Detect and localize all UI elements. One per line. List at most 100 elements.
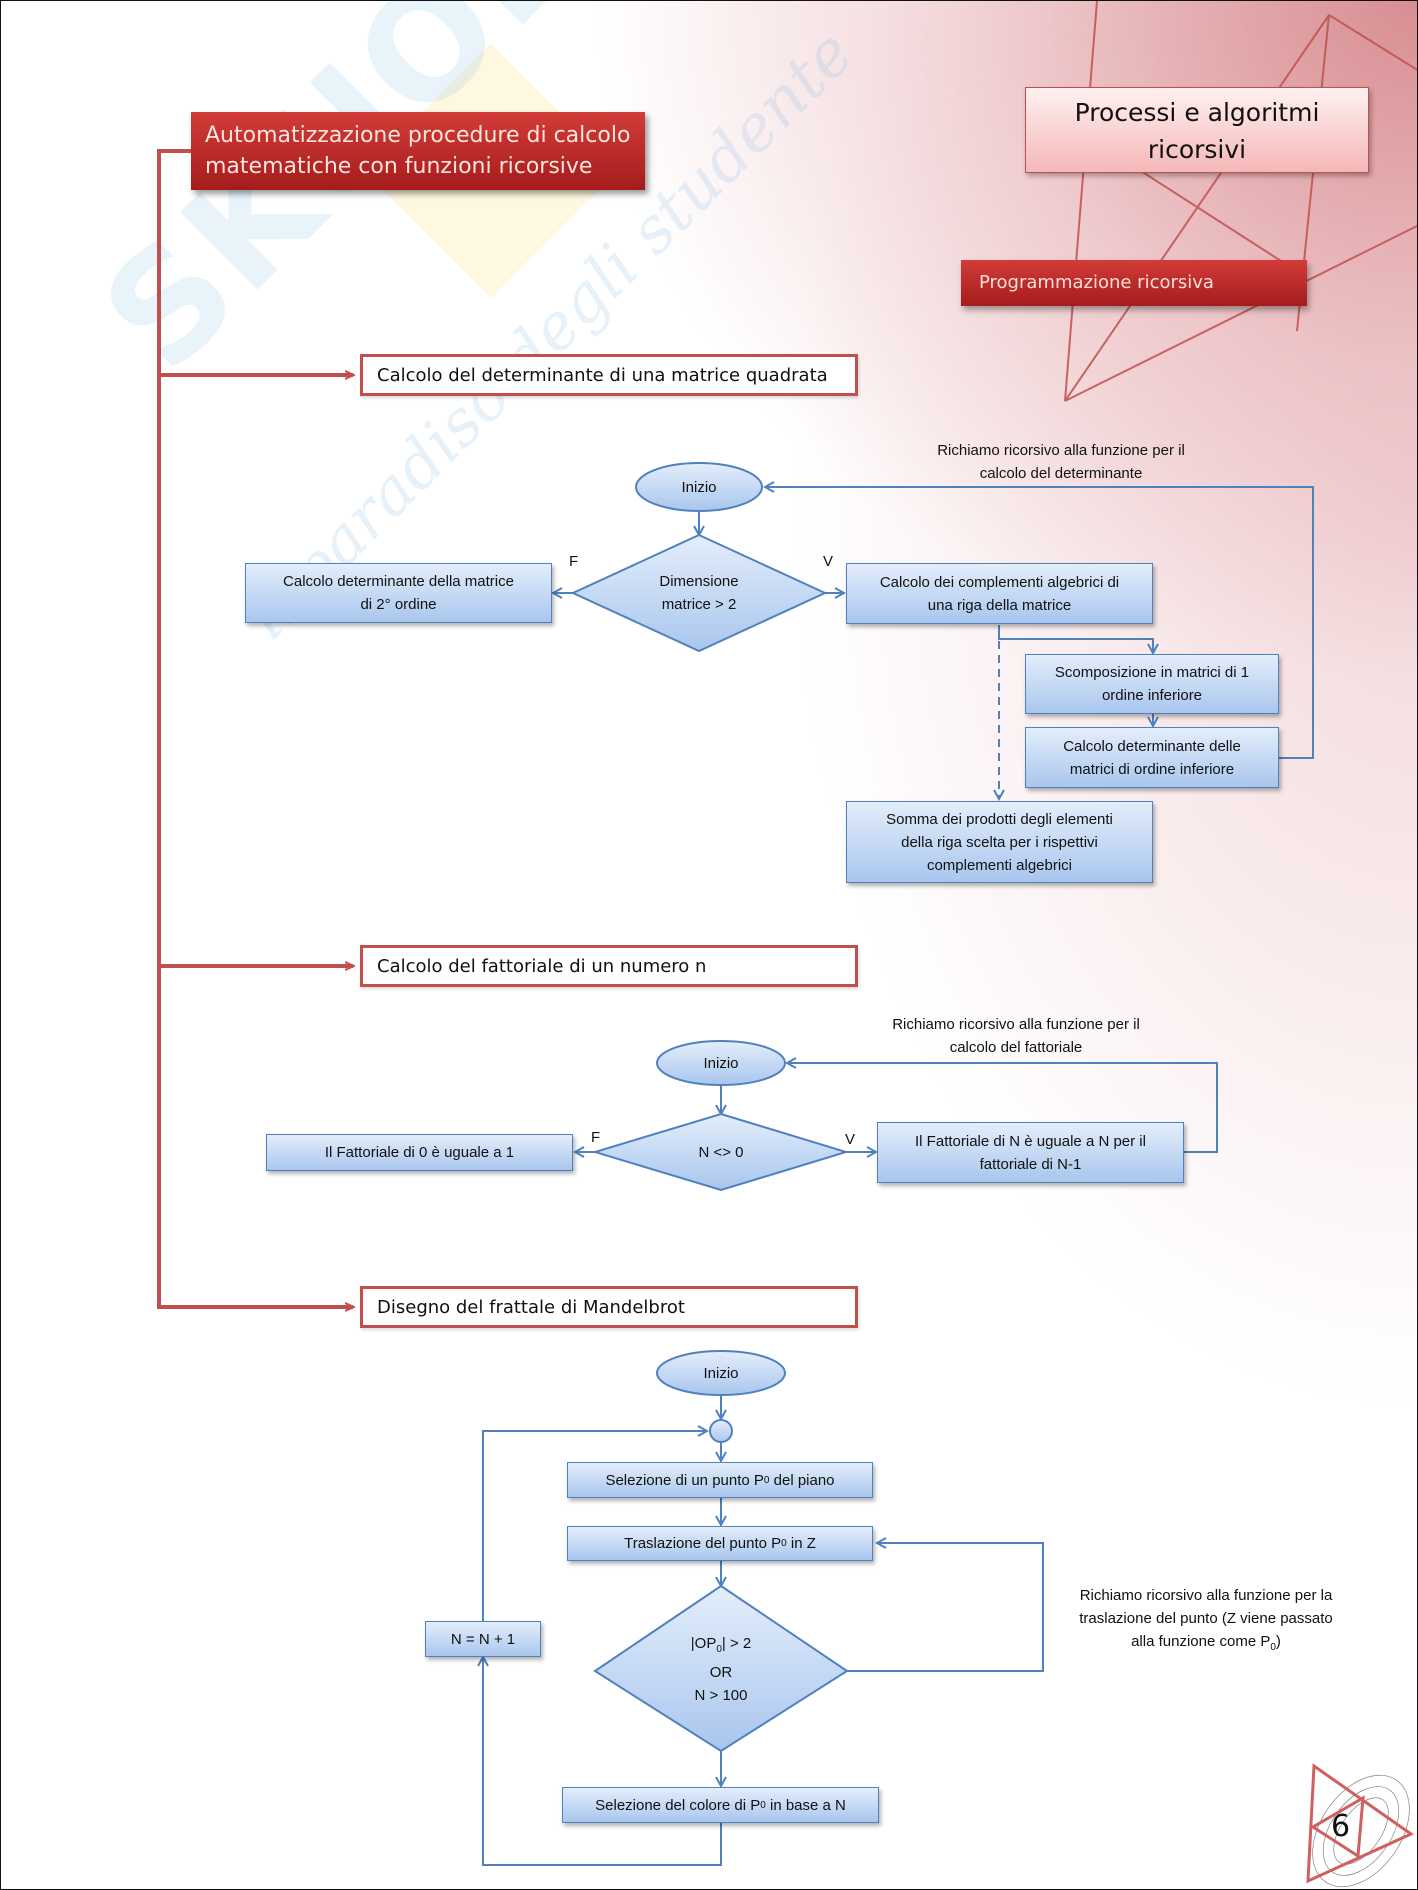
box-line: Calcolo determinante della matrice bbox=[283, 573, 514, 590]
main-title-line: Processi e algoritmi bbox=[1074, 98, 1320, 127]
factorial-recursion-note: Richiamo ricorsivo alla funzione per il … bbox=[851, 1013, 1181, 1059]
decision-line: |OP0| > 2 bbox=[691, 1632, 751, 1661]
arrow-increment-to-junction bbox=[482, 1431, 707, 1621]
determinant-start-shape bbox=[635, 462, 763, 512]
decision-line: Dimensione bbox=[659, 573, 739, 590]
box-line: fattoriale di N-1 bbox=[979, 1155, 1082, 1173]
box-line: Somma dei prodotti degli elementi bbox=[886, 810, 1113, 828]
section-mandelbrot: Disegno del frattale di Mandelbrot bbox=[360, 1286, 858, 1328]
note-line: calcolo del fattoriale bbox=[949, 1039, 1083, 1056]
subscript: 0 bbox=[781, 1538, 787, 1549]
deco-line bbox=[1064, 224, 1417, 402]
topic-title-line: Automatizzazione procedure di calcolo bbox=[205, 123, 631, 148]
box-line: di 2° ordine bbox=[360, 596, 437, 613]
arrow-to-decompose bbox=[998, 625, 1153, 653]
decision-line: OR bbox=[709, 1663, 733, 1681]
determinant-connectors bbox=[553, 487, 1314, 799]
determinant-start-label: Inizio bbox=[681, 478, 717, 496]
mandelbrot-recursion-note: Richiamo ricorsivo alla funzione per la … bbox=[1041, 1585, 1371, 1657]
arrow-recursion-determinant bbox=[765, 487, 1314, 759]
box-algebraic-complements: Calcolo dei complementi algebrici di una… bbox=[846, 563, 1153, 624]
section-factorial: Calcolo del fattoriale di un numero n bbox=[360, 945, 858, 987]
subscript: 0 bbox=[760, 1799, 766, 1811]
tree-trunk bbox=[157, 149, 353, 1307]
main-title-line: ricorsivi bbox=[1147, 135, 1247, 164]
box-sum-products: Somma dei prodotti degli elementi della … bbox=[846, 801, 1153, 883]
mandelbrot-connectors bbox=[482, 1393, 1044, 1866]
decision-line: matrice > 2 bbox=[661, 596, 737, 613]
box-2nd-order-determinant: Calcolo determinante della matrice di 2°… bbox=[245, 563, 552, 623]
box-line: una riga della matrice bbox=[927, 596, 1072, 614]
topic-title: Automatizzazione procedure di calcolo ma… bbox=[191, 112, 645, 190]
factorial-start-shape bbox=[656, 1040, 786, 1086]
text: | > 2 bbox=[721, 1634, 752, 1652]
box-line: Calcolo dei complementi algebrici di bbox=[879, 573, 1120, 591]
text: ) bbox=[1275, 1632, 1281, 1650]
factorial-decision-label: N <> 0 bbox=[698, 1143, 744, 1161]
false-label: F bbox=[591, 1129, 601, 1146]
determinant-decision-label: Dimensione matrice > 2 bbox=[611, 567, 787, 619]
factorial-decision-shape bbox=[591, 1112, 850, 1192]
text: |OP bbox=[690, 1634, 717, 1652]
deco-line bbox=[1328, 14, 1417, 71]
topic-title-line: matematiche con funzioni ricorsive bbox=[205, 154, 593, 179]
subscript: 0 bbox=[763, 1474, 770, 1486]
box-sub-determinants: Calcolo determinante delle matrici di or… bbox=[1025, 727, 1279, 788]
determinant-decision-shape bbox=[570, 533, 828, 653]
subscript: 0 bbox=[1270, 1641, 1276, 1653]
arrow-color-to-increment bbox=[483, 1657, 722, 1866]
box-factorial-recursive: Il Fattoriale di N è uguale a N per il f… bbox=[877, 1122, 1184, 1183]
deco-line bbox=[1140, 170, 1282, 262]
box-decompose: Scomposizione in matrici di 1 ordine inf… bbox=[1025, 654, 1279, 714]
arrow-recursion-factorial bbox=[787, 1063, 1218, 1153]
box-line: matrici di ordine inferiore bbox=[1069, 760, 1235, 778]
arrow-recursion-translate bbox=[847, 1543, 1044, 1672]
mandelbrot-start-label: Inizio bbox=[703, 1364, 739, 1382]
text: in Z bbox=[786, 1535, 816, 1552]
false-label: F bbox=[569, 553, 579, 570]
subtitle-banner: Programmazione ricorsiva bbox=[961, 260, 1307, 306]
box-line: Scomposizione in matrici di 1 bbox=[1054, 664, 1250, 681]
determinant-recursion-note: Richiamo ricorsivo alla funzione per il … bbox=[891, 439, 1231, 485]
box-line: Il Fattoriale di N è uguale a N per il bbox=[915, 1132, 1146, 1150]
deco-line bbox=[1064, 1, 1098, 402]
note-line: Richiamo ricorsivo alla funzione per il bbox=[892, 1016, 1140, 1033]
box-line: ordine inferiore bbox=[1101, 687, 1203, 704]
text: Traslazione del punto P bbox=[624, 1535, 782, 1552]
mandelbrot-start-shape bbox=[656, 1350, 786, 1396]
box-factorial-zero: Il Fattoriale di 0 è uguale a 1 bbox=[266, 1134, 573, 1171]
note-line: calcolo del determinante bbox=[979, 465, 1143, 482]
loop-junction-shape bbox=[709, 1419, 733, 1443]
box-line: della riga scelta per i rispettivi bbox=[901, 833, 1098, 851]
mandelbrot-decision-shape bbox=[593, 1584, 849, 1753]
tree-connector bbox=[157, 149, 353, 1307]
factorial-start-label: Inizio bbox=[703, 1054, 739, 1072]
section-determinant: Calcolo del determinante di una matrice … bbox=[360, 354, 858, 396]
box-increment-n: N = N + 1 bbox=[425, 1621, 541, 1657]
text: Selezione di un punto P bbox=[605, 1471, 764, 1489]
page-number: 6 bbox=[1331, 1809, 1351, 1844]
note-line: Richiamo ricorsivo alla funzione per il bbox=[937, 442, 1185, 459]
true-label: V bbox=[823, 553, 834, 570]
page-ornament bbox=[1306, 1763, 1415, 1888]
box-line: Calcolo determinante delle bbox=[1063, 737, 1241, 755]
text: del piano bbox=[769, 1471, 835, 1489]
text: alla funzione come P bbox=[1131, 1632, 1271, 1650]
note-line: Richiamo ricorsivo alla funzione per la bbox=[1079, 1586, 1333, 1604]
main-title: Processi e algoritmi ricorsivi bbox=[1025, 87, 1369, 173]
decision-line: N > 100 bbox=[694, 1686, 748, 1704]
mandelbrot-decision-label: |OP0| > 2 OR N > 100 bbox=[641, 1631, 801, 1707]
true-label: V bbox=[845, 1131, 856, 1148]
subscript: 0 bbox=[716, 1643, 722, 1655]
text: in base a N bbox=[765, 1796, 846, 1814]
note-line: alla funzione come P0) bbox=[1131, 1630, 1281, 1659]
box-line: complementi algebrici bbox=[926, 856, 1073, 874]
text: Selezione del colore di P bbox=[595, 1796, 761, 1814]
note-line: traslazione del punto (Z viene passato bbox=[1079, 1609, 1333, 1627]
